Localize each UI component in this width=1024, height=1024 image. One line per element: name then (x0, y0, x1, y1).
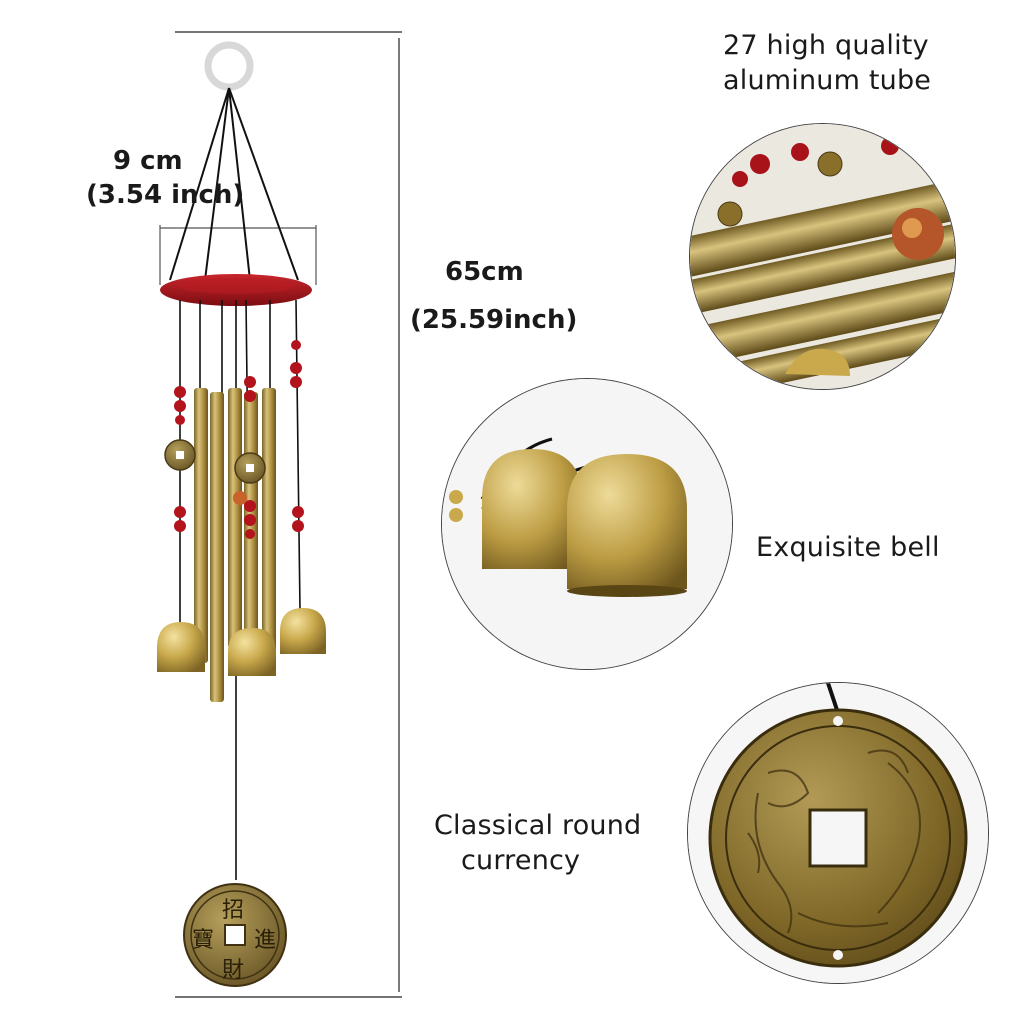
width-cm-label: 9 cm (113, 146, 183, 176)
length-cm-label: 65cm (445, 257, 524, 287)
length-inch-label: (25.59inch) (410, 305, 578, 335)
brass-bells (157, 608, 326, 676)
feature-coin-label-line1: Classical round (434, 810, 642, 841)
red-beads (174, 340, 304, 539)
tube-closeup-image (689, 123, 956, 390)
hanging-ring (204, 41, 254, 91)
feature-bell-label: Exquisite bell (756, 532, 940, 563)
feature-tube-label-line1: 27 high quality (723, 30, 929, 61)
coin-char-bottom: 財 (222, 958, 245, 983)
coin-char-right: 進 (254, 928, 277, 953)
feature-tube-label-line2: aluminum tube (723, 65, 932, 96)
coin-char-left: 寶 (192, 928, 215, 953)
bottom-coin (183, 883, 287, 987)
small-coins (164, 439, 266, 484)
aluminum-tubes (194, 388, 276, 702)
length-dimension-lines (175, 31, 402, 998)
coin-char-top: 招 (222, 898, 245, 923)
bell-closeup-image (441, 378, 733, 670)
feature-coin-label-line2: currency (461, 845, 581, 876)
width-inch-label: (3.54 inch) (86, 180, 245, 210)
coin-closeup-image (687, 682, 989, 984)
